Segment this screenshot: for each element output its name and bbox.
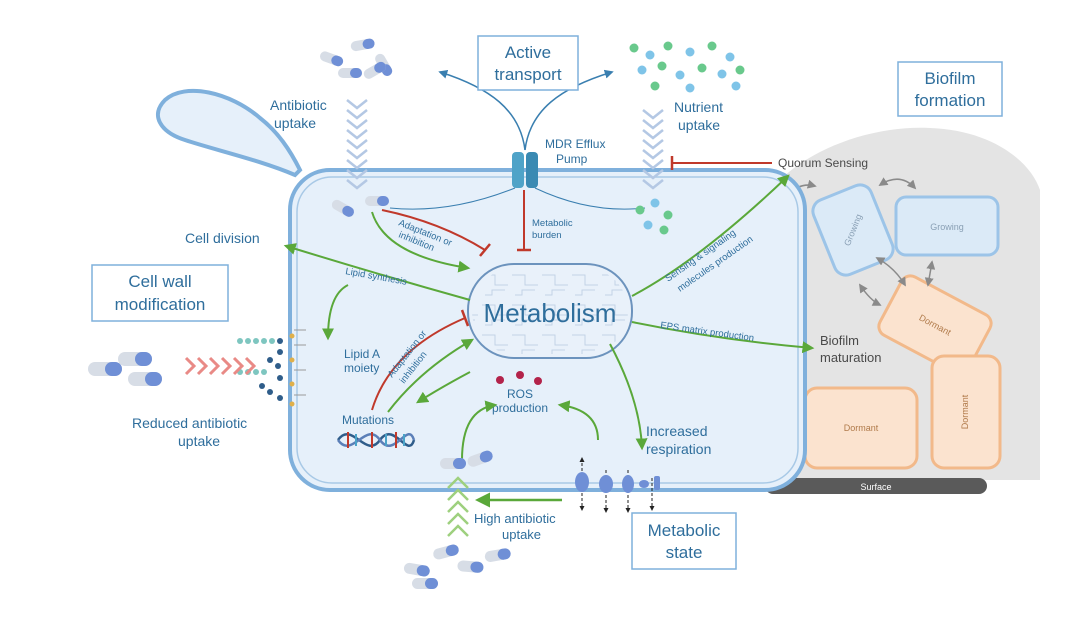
respiration-label-2: respiration — [646, 441, 711, 457]
cell-label: Dormant — [844, 423, 879, 433]
box-title-line: Active — [505, 43, 551, 62]
antibiotic-uptake-chevrons — [346, 99, 368, 190]
quorum-sensing-inhibition: Quorum Sensing — [670, 156, 868, 170]
metabolic-burden-label-2: burden — [532, 230, 562, 241]
nutrient-uptake-chevrons — [642, 109, 664, 190]
box-biofilm-formation: Biofilm formation — [897, 61, 1003, 117]
cell-label: Dormant — [960, 394, 970, 429]
biofilm-cell-growing-1: Growing — [811, 183, 895, 277]
lipid-a-label-2: moiety — [344, 361, 379, 375]
sensing-arrow — [631, 174, 790, 297]
antibiotic-uptake-label-1: Antibiotic — [270, 97, 327, 113]
high-uptake-pills — [403, 450, 511, 589]
antibiotic-pills-top — [319, 38, 393, 79]
mdr-pump-label-2: Pump — [556, 152, 588, 166]
lipid-a-label-1: Lipid A — [344, 347, 380, 361]
box-title-line: Biofilm — [924, 69, 975, 88]
high-uptake-chevrons — [447, 476, 469, 537]
dna-helix — [336, 432, 416, 448]
ros-label-2: production — [492, 401, 548, 415]
lipid-a-arrow: Lipid A moiety — [322, 284, 380, 375]
biofilm-cell-dormant-2: Dormant — [803, 386, 919, 470]
reduced-uptake-label-1: Reduced antibiotic — [132, 415, 247, 431]
box-title-line: transport — [494, 65, 561, 84]
reduced-antibiotic-pills — [88, 352, 162, 386]
quorum-sensing-label: Quorum Sensing — [778, 156, 868, 170]
nutrient-uptake-label-1: Nutrient — [674, 99, 723, 115]
box-title-line: modification — [115, 295, 206, 314]
metabolism-label: Metabolism — [484, 298, 617, 328]
eps-arrow — [631, 321, 815, 354]
ros-molecules — [496, 371, 542, 385]
metabolic-burden-label-1: Metabolic — [532, 218, 573, 229]
box-metabolic-state: Metabolic state — [631, 512, 737, 570]
cell-division-label: Cell division — [185, 230, 260, 246]
box-title-line: formation — [915, 91, 986, 110]
cell-label: Growing — [930, 222, 964, 232]
mdr-pump-label-1: MDR Efflux — [545, 137, 605, 151]
mdr-efflux-pump: MDR Efflux Pump — [389, 69, 646, 210]
respiration-to-ros-arrow — [557, 400, 599, 441]
electron-transport-chain — [575, 457, 660, 513]
box-cell-wall-modification: Cell wall modification — [91, 264, 229, 322]
biofilm-cell-dormant-3: Dormant — [930, 354, 1002, 470]
biofilm-cell-growing-2: Growing — [894, 195, 1000, 257]
respiration-arrow — [609, 343, 648, 451]
metabolic-burden-inhibition: Metabolic burden — [517, 190, 573, 252]
mutations-label: Mutations — [342, 413, 394, 427]
ros-to-mutations-arrow — [415, 371, 471, 404]
antibiotic-uptake-label-2: uptake — [274, 115, 316, 131]
high-uptake-label-2: uptake — [502, 527, 541, 542]
biofilm-maturation-label-1: Biofilm — [820, 333, 859, 348]
surface-bar — [765, 478, 987, 494]
ros-label-1: ROS — [507, 387, 533, 401]
high-uptake-label-1: High antibiotic — [474, 511, 556, 526]
box-title-line: Metabolic — [648, 521, 721, 540]
metabolism-hub: Metabolism — [467, 263, 633, 359]
ros-up-arrow — [461, 400, 498, 461]
box-title-line: state — [666, 543, 703, 562]
antibiotic-pills-inside — [331, 196, 389, 217]
biofilm-maturation-label-2: maturation — [820, 350, 881, 365]
box-title-line: Cell wall — [128, 272, 191, 291]
reduced-uptake-label-2: uptake — [178, 433, 220, 449]
nutrient-uptake-label-2: uptake — [678, 117, 720, 133]
surface-label: Surface — [860, 482, 891, 492]
nutrient-particles — [629, 41, 745, 235]
respiration-label-1: Increased — [646, 423, 707, 439]
biofilm-cell-dormant-1: Dormant — [877, 274, 993, 376]
box-active-transport: Active transport — [477, 35, 579, 91]
reduced-uptake-chevrons — [184, 356, 257, 376]
